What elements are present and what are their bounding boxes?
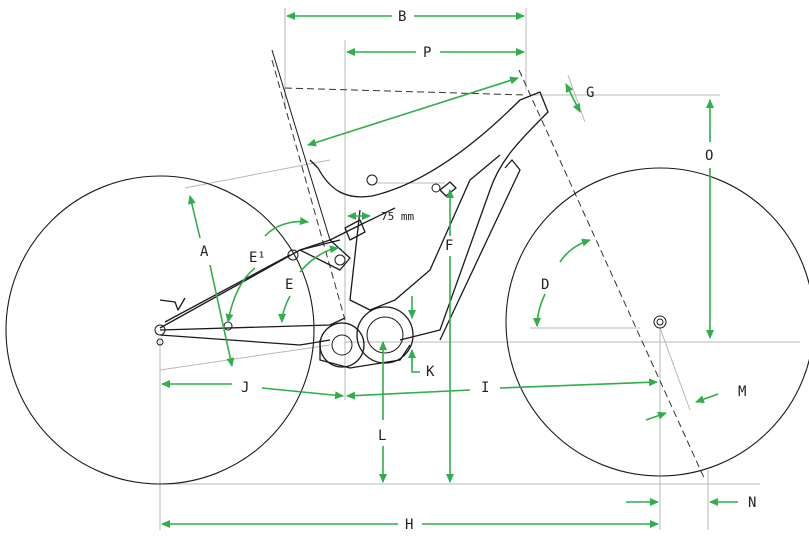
- label-o: O: [705, 148, 713, 164]
- dimension-arrows: [161, 12, 738, 528]
- label-f: F: [445, 238, 453, 254]
- label-l: L: [378, 428, 386, 444]
- bike-frame: [154, 91, 667, 369]
- label-i: I: [481, 380, 489, 396]
- label-m: M: [738, 384, 746, 400]
- label-h: H: [405, 517, 413, 533]
- dimension-labels: B P G O A E¹ E 75 mm F D K J I L M N H: [200, 9, 756, 533]
- label-seatpost-insertion: 75 mm: [381, 210, 414, 223]
- rear-wheel: [5, 175, 315, 485]
- label-j: J: [241, 380, 249, 396]
- label-e: E: [285, 277, 293, 293]
- label-p: P: [423, 45, 431, 61]
- label-k: K: [426, 364, 435, 380]
- label-n: N: [748, 495, 756, 511]
- label-g: G: [586, 85, 594, 101]
- label-a: A: [200, 244, 209, 260]
- construction-lines: [159, 8, 800, 530]
- front-wheel: [505, 167, 809, 477]
- geometry-axes: [271, 49, 706, 481]
- label-e1: E¹: [249, 250, 266, 266]
- label-d: D: [541, 277, 549, 293]
- label-b: B: [398, 9, 406, 25]
